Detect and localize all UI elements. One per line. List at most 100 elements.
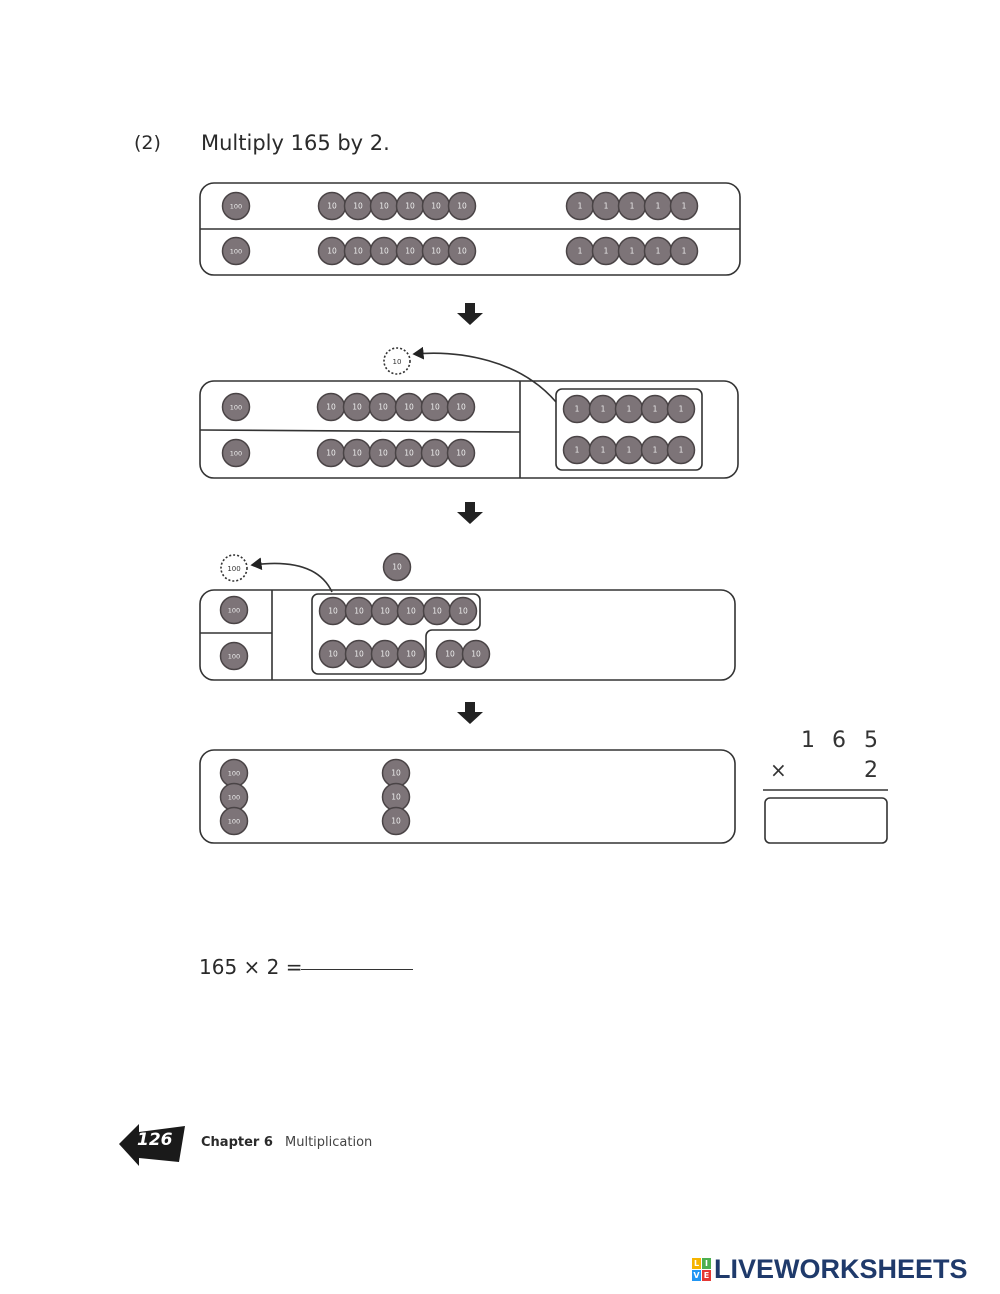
vertical-answer-box: [764, 797, 888, 844]
tens-disk-label: 10: [406, 607, 416, 616]
ones-disk-label: 1: [679, 446, 684, 455]
hundreds-disk-label: 100: [230, 404, 242, 412]
tens-disk-label: 10: [378, 403, 388, 412]
ones-disk-label: 1: [627, 405, 632, 414]
tens-disk-label: 10: [404, 449, 414, 458]
tens-disk: [448, 596, 478, 626]
tens-disk-label: 10: [406, 650, 416, 659]
vm-digit: 6: [832, 728, 846, 753]
vertical-answer-input[interactable]: [767, 800, 885, 841]
tens-disk-label: 10: [352, 449, 362, 458]
tens-disk: [396, 639, 426, 669]
ones-disk-label: 1: [656, 202, 661, 211]
tens-disk-label: 10: [456, 449, 466, 458]
ones-disk-label: 1: [682, 247, 687, 256]
ones-disk-label: 1: [656, 247, 661, 256]
tens-disk-label: 10: [471, 650, 481, 659]
tens-disk: [446, 438, 476, 468]
tens-disk-label: 10: [379, 247, 389, 256]
tens-disk-label: 10: [404, 403, 414, 412]
down-arrows: [457, 303, 483, 724]
tens-disk-label: 10: [430, 449, 440, 458]
ones-disk-label: 1: [578, 247, 583, 256]
brand-name: LIVEWORKSHEETS: [714, 1254, 968, 1284]
page-arrow-badge: [119, 1124, 185, 1166]
tens-disk: [446, 392, 476, 422]
tens-disk-label: 10: [327, 202, 337, 211]
hundreds-disk-label: 100: [230, 248, 242, 256]
ones-disk-label: 1: [601, 405, 606, 414]
ones-disk-label: 1: [627, 446, 632, 455]
ones-disk-label: 1: [630, 247, 635, 256]
tens-disk-label: 10: [458, 607, 468, 616]
hundreds-disk: [221, 392, 251, 422]
tens-disk-label: 10: [430, 403, 440, 412]
ones-disk-label: 1: [653, 405, 658, 414]
ones-disk-label: 1: [575, 446, 580, 455]
vm-multiplier: 2: [864, 758, 878, 783]
hundreds-disk: [219, 641, 249, 671]
ones-disk: [666, 435, 696, 465]
carried-ten-disk-label: 10: [392, 563, 402, 572]
placeholder-label: 100: [227, 565, 240, 573]
tens-disk-label: 10: [391, 793, 401, 802]
tens-disk-label: 10: [391, 817, 401, 826]
ones-disk-label: 1: [604, 247, 609, 256]
tens-disk-label: 10: [379, 202, 389, 211]
hundreds-disk: [221, 236, 251, 266]
question-text: Multiply 165 by 2.: [201, 131, 390, 155]
vm-digit: 5: [864, 728, 878, 753]
equation-text: 165 × 2 =: [199, 955, 303, 979]
chapter-label: Chapter 6: [201, 1135, 273, 1150]
hundreds-disk: [221, 191, 251, 221]
tens-disk-label: 10: [391, 769, 401, 778]
vm-operator: ×: [770, 758, 787, 782]
tens-disk-label: 10: [457, 247, 467, 256]
hundreds-disk-label: 100: [228, 794, 240, 802]
hundreds-disk: [219, 595, 249, 625]
tens-disk-label: 10: [380, 650, 390, 659]
tens-disk-label: 10: [326, 449, 336, 458]
ones-disk-label: 1: [682, 202, 687, 211]
ones-disk-label: 1: [601, 446, 606, 455]
tens-disk-label: 10: [445, 650, 455, 659]
ones-disk-label: 1: [578, 202, 583, 211]
tens-disk-label: 10: [456, 403, 466, 412]
tens-disk-label: 10: [328, 607, 338, 616]
ones-disk-label: 1: [653, 446, 658, 455]
equation-answer-input[interactable]: [301, 969, 413, 970]
tens-disk-label: 10: [405, 202, 415, 211]
page-number: 126: [137, 1130, 173, 1150]
tens-disk-label: 10: [405, 247, 415, 256]
tens-disk-label: 10: [353, 247, 363, 256]
down-arrow-icon: [457, 303, 483, 325]
question-number: (2): [134, 132, 161, 154]
tens-disk-label: 10: [326, 403, 336, 412]
carried-ten-disk: [382, 552, 412, 582]
tens-disk-label: 10: [327, 247, 337, 256]
ones-disk-label: 1: [630, 202, 635, 211]
ones-disk-label: 1: [679, 405, 684, 414]
regrouped-hundred-placeholder: [220, 554, 248, 582]
tens-disk-label: 10: [354, 650, 364, 659]
step4-panel: [199, 749, 736, 844]
ones-disk-label: 1: [575, 405, 580, 414]
tens-disk-label: 10: [431, 247, 441, 256]
down-arrow-icon: [457, 702, 483, 724]
hundreds-disk: [219, 806, 249, 836]
tens-disk-label: 10: [457, 202, 467, 211]
tens-disk-label: 10: [328, 650, 338, 659]
tens-disk-label: 10: [354, 607, 364, 616]
tens-disk: [447, 191, 477, 221]
tens-disk-label: 10: [353, 202, 363, 211]
hundreds-disk-label: 100: [228, 653, 240, 661]
step2-panel: [199, 380, 739, 479]
tens-disk-label: 10: [352, 403, 362, 412]
tens-group-box: [311, 593, 481, 675]
ones-group-box: [555, 388, 703, 471]
down-arrow-icon: [457, 502, 483, 524]
tens-disk-label: 10: [380, 607, 390, 616]
hundreds-disk-label: 100: [228, 818, 240, 826]
